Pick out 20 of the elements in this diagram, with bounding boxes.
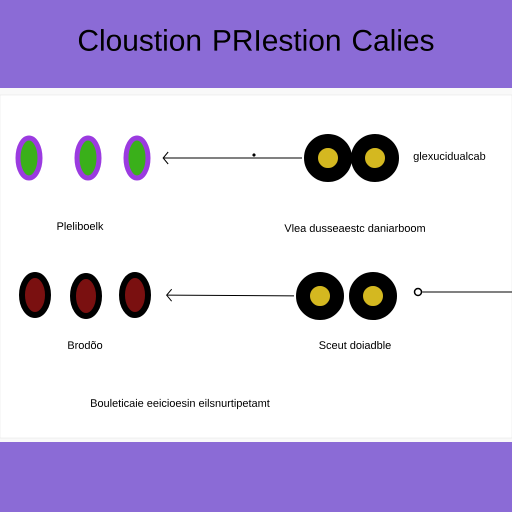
ringed-circle (304, 134, 352, 182)
ringed-circle (296, 272, 344, 320)
oval-cell (19, 272, 51, 318)
text-label: Brodõo (68, 340, 102, 350)
text-label: glexucidualcab (414, 152, 486, 162)
text-label: Sceut doiadble (319, 340, 391, 350)
arrow (162, 152, 302, 164)
text-label: Vlea dusseaestc daniarboom (284, 224, 425, 232)
oval-cell (119, 272, 151, 318)
oval-cell (70, 273, 102, 319)
title: Cloustion PRIestion Calies (78, 29, 434, 51)
oval-cell (16, 136, 42, 180)
ringed-circle (351, 134, 399, 182)
text-label: Bouleticaie eeicioesin eilsnurtipetamt (91, 398, 270, 410)
ringed-circle (349, 272, 397, 320)
arrow (166, 288, 294, 302)
oval-cell (124, 136, 150, 180)
text-label: Pleliboelk (57, 222, 104, 230)
oval-cell (74, 136, 102, 180)
small-circle (414, 288, 422, 296)
